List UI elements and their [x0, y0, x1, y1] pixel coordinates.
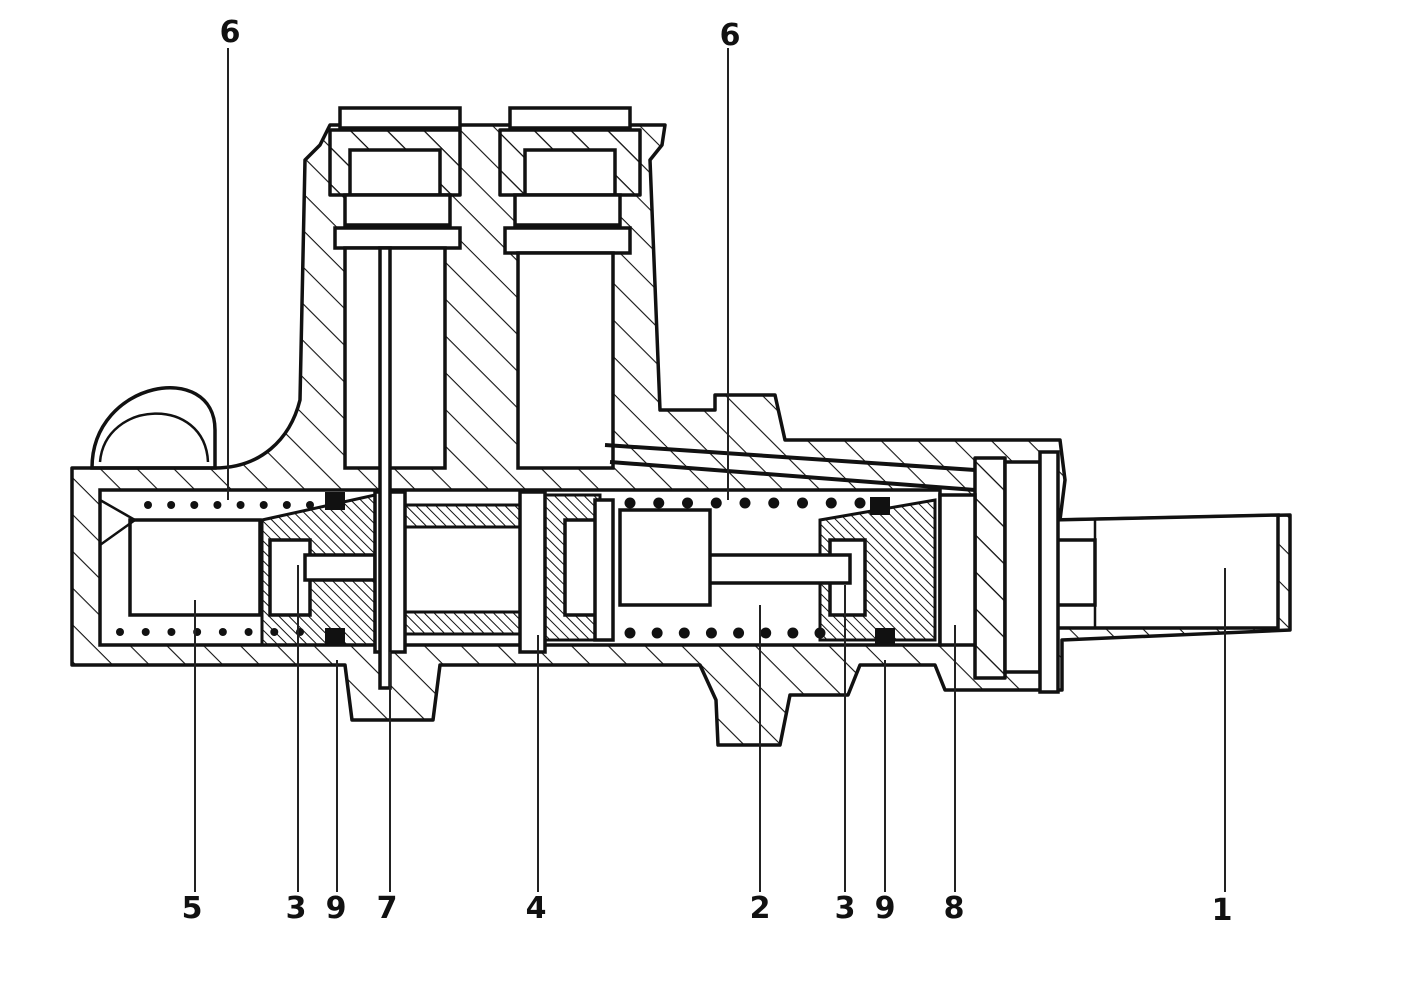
label-2: 2: [750, 891, 771, 926]
spring-coil-dot: [141, 628, 150, 636]
spring-coil-dot: [190, 501, 199, 509]
spring-coil-dot: [768, 497, 780, 509]
dust-boot: [938, 450, 1060, 694]
spring-coil-dot: [854, 497, 866, 509]
spring-coil-dot: [244, 628, 253, 636]
label-8: 8: [944, 891, 965, 926]
label-3-right: 3: [835, 891, 856, 926]
spring-coil-dot: [678, 627, 690, 639]
spring-coil-dot: [167, 501, 176, 509]
label-9-right: 9: [875, 891, 896, 926]
spring-coil-dot: [797, 497, 808, 509]
spring-coil-dot: [710, 497, 722, 509]
cylinder-housing: [70, 123, 1292, 747]
leader-lines: [194, 48, 1226, 892]
spring-coil-dot: [218, 628, 227, 636]
spring-coil-dot: [705, 627, 717, 639]
spring-coil-dot: [236, 501, 245, 509]
label-4: 4: [526, 891, 547, 926]
spring-coil-dot: [259, 501, 268, 509]
label-7: 7: [377, 891, 398, 926]
stop-pin: [378, 246, 392, 690]
spring-coil-dot: [624, 627, 636, 639]
spring-coil-dot: [167, 628, 176, 636]
spring-coil-dot: [682, 497, 693, 509]
spring-coil-dot: [624, 497, 636, 509]
spring-coil-dot: [787, 627, 799, 639]
reservoir-cap: [90, 386, 217, 470]
label-6-right: 6: [720, 18, 741, 53]
spring-coil-dot: [739, 497, 751, 509]
return-springs: [116, 497, 866, 639]
label-3-left: 3: [286, 891, 307, 926]
reservoir-port-right: [498, 106, 642, 470]
spring-coil-dot: [825, 497, 837, 509]
spring-coil-dot: [116, 628, 124, 636]
spring-coil-dot: [653, 497, 665, 509]
spring-coil-dot: [306, 501, 314, 509]
spring-coil-dot: [144, 501, 152, 509]
label-9-left: 9: [326, 891, 347, 926]
spring-coil-dot: [814, 627, 826, 639]
seals: [325, 492, 895, 646]
primary-piston: [543, 493, 937, 642]
spring-coil-dot: [282, 501, 291, 509]
label-5: 5: [182, 891, 203, 926]
spring-coil-dot: [270, 628, 279, 636]
spring-coil-dot: [760, 627, 772, 639]
reservoir-port-left: [328, 106, 462, 470]
label-1: 1: [1212, 893, 1233, 928]
spring-coil-dot: [651, 627, 663, 639]
spring-coil-dot: [733, 627, 745, 639]
part-labels: 6 6 5 3 9 7 4 2 3 9 8 1: [182, 15, 1233, 928]
spring-coil-dot: [213, 501, 222, 509]
label-6-left: 6: [220, 15, 241, 50]
